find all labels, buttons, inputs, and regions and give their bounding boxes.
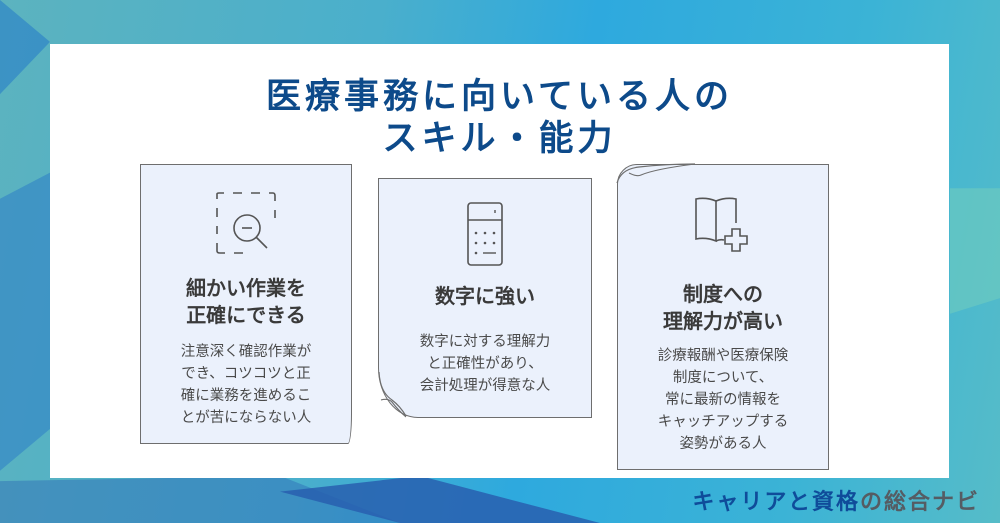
content-panel: 医療事務に向いている人の スキル・能力 細かい作業を 正確にできる 注意深く確認… (50, 44, 949, 478)
card-title: 制度への 理解力が高い (663, 282, 783, 333)
title-line-2: スキル・能力 (382, 119, 617, 159)
brand-part-1: キャリアと資格 (692, 490, 860, 515)
site-brand-logo: キャリアと資格の総合ナビ (692, 484, 980, 516)
skill-card-numbers: 数字に強い 数字に対する理解力 と正確性があり、 会計処理が得意な人 (378, 178, 592, 418)
card-description: 注意深く確認作業が でき、コツコツと正 確に業務を進めるこ とが苦にならない人 (180, 344, 312, 426)
card-description: 数字に対する理解力 と正確性があり、 会計処理が得意な人 (419, 334, 551, 394)
card-title: 数字に強い (435, 284, 535, 308)
page-title: 医療事務に向いている人の スキル・能力 (50, 76, 949, 160)
page-curl-decoration (616, 163, 695, 184)
title-line-1: 医療事務に向いている人の (266, 77, 733, 117)
skill-card-precision: 細かい作業を 正確にできる 注意深く確認作業が でき、コツコツと正 確に業務を進… (140, 164, 352, 444)
card-title: 細かい作業を 正確にできる (186, 276, 306, 327)
card-description: 診療報酬や医療保険 制度について、 常に最新の情報を キャッチアップする 姿勢が… (657, 348, 789, 452)
magnifier-minus-dashed-frame-icon (141, 191, 351, 263)
calculator-icon (379, 201, 591, 271)
book-plus-icon (618, 195, 828, 263)
brand-part-2: の総合ナビ (859, 490, 980, 515)
page-curl-decoration (378, 371, 407, 418)
skill-card-system-understanding: 制度への 理解力が高い 診療報酬や医療保険 制度について、 常に最新の情報を キ… (617, 164, 829, 470)
